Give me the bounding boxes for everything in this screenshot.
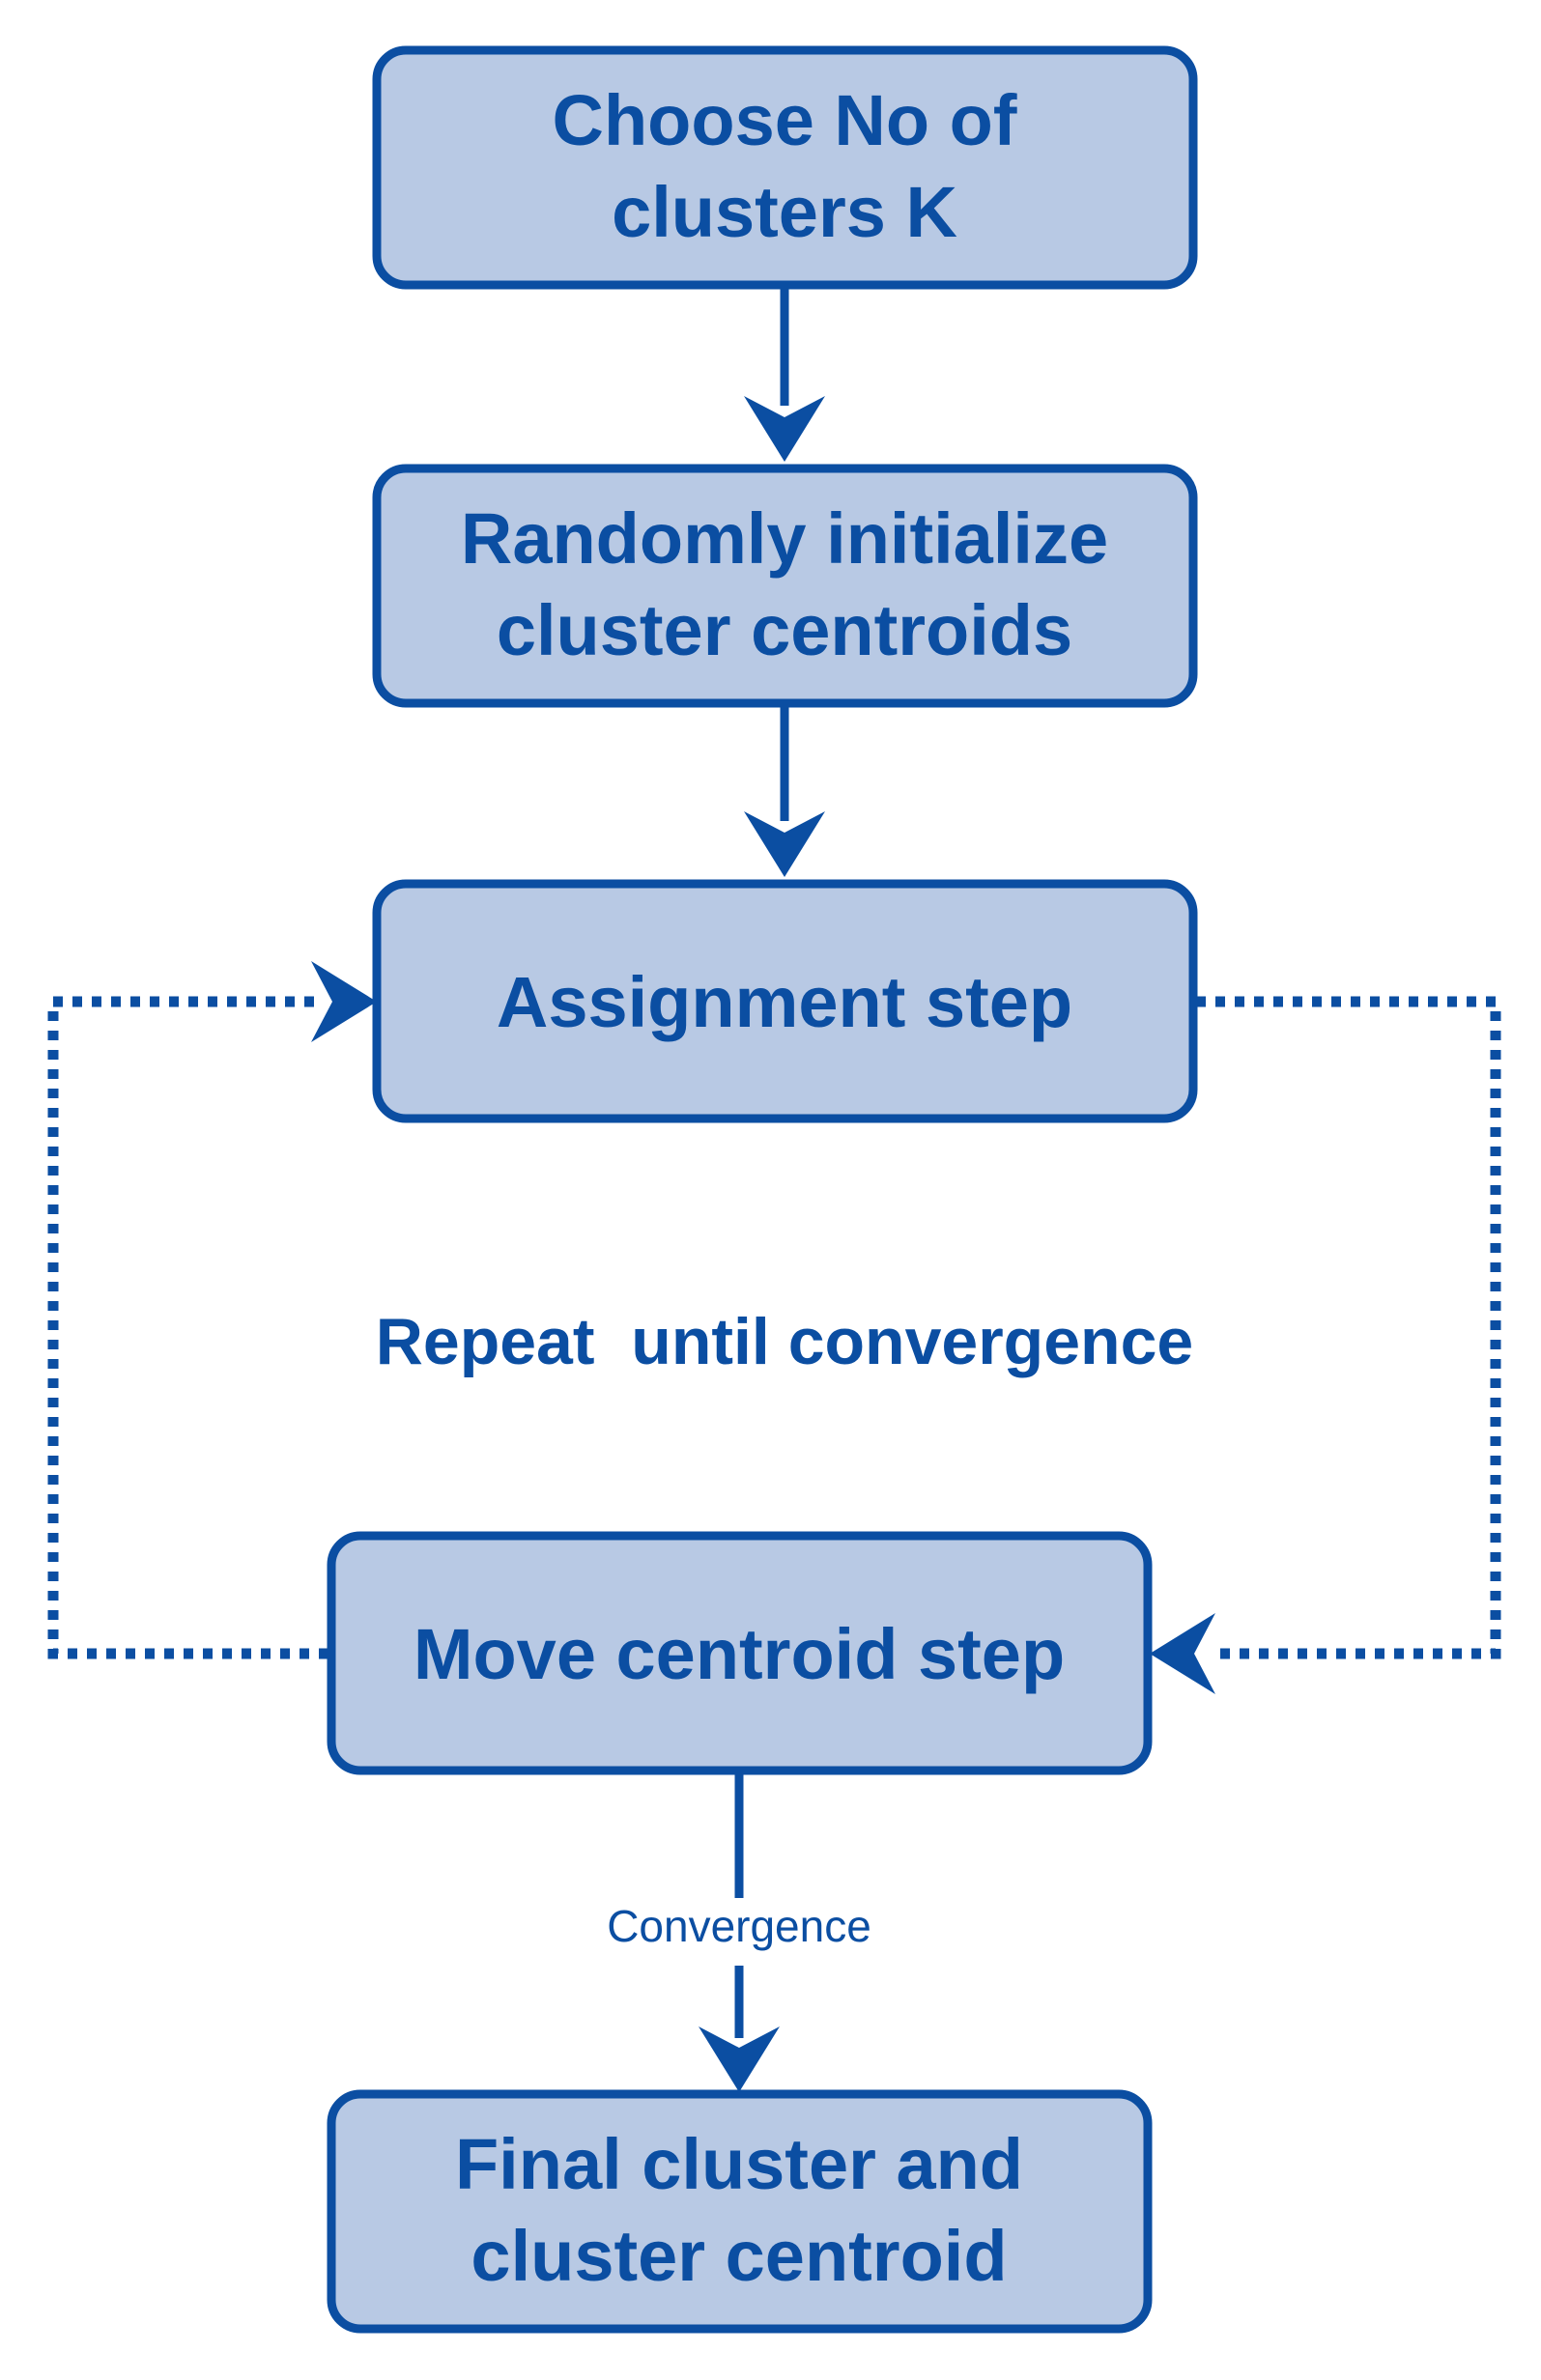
arrow-move-to-final — [699, 1768, 780, 2092]
node-init-centroids-line1: Randomly initialize — [461, 498, 1108, 579]
node-final-cluster-line1: Final cluster and — [455, 2124, 1023, 2204]
arrow-choose-to-init — [744, 285, 825, 462]
edge-label-convergence: Convergence — [607, 1901, 871, 1951]
loop-arrow-left — [47, 961, 377, 1659]
loop-label: Repeat until convergence — [376, 1305, 1193, 1378]
node-move-centroid-step: Move centroid step — [327, 1531, 1153, 1775]
node-assignment-step-label: Assignment step — [497, 962, 1072, 1042]
node-assignment-step: Assignment step — [372, 879, 1198, 1123]
node-init-centroids-line2: cluster centroids — [497, 590, 1072, 670]
node-move-centroid-step-label: Move centroid step — [414, 1614, 1065, 1694]
node-final-cluster-line2: cluster centroid — [471, 2216, 1007, 2296]
node-choose-k-line2: clusters K — [612, 172, 957, 252]
node-choose-k-line1: Choose No of — [553, 80, 1017, 160]
node-choose-k: Choose No of clusters K — [372, 45, 1198, 290]
loop-arrow-right — [1150, 996, 1501, 1694]
node-init-centroids: Randomly initialize cluster centroids — [372, 464, 1198, 708]
node-final-cluster: Final cluster and cluster centroid — [327, 2089, 1153, 2334]
arrow-init-to-assignment — [744, 703, 825, 877]
